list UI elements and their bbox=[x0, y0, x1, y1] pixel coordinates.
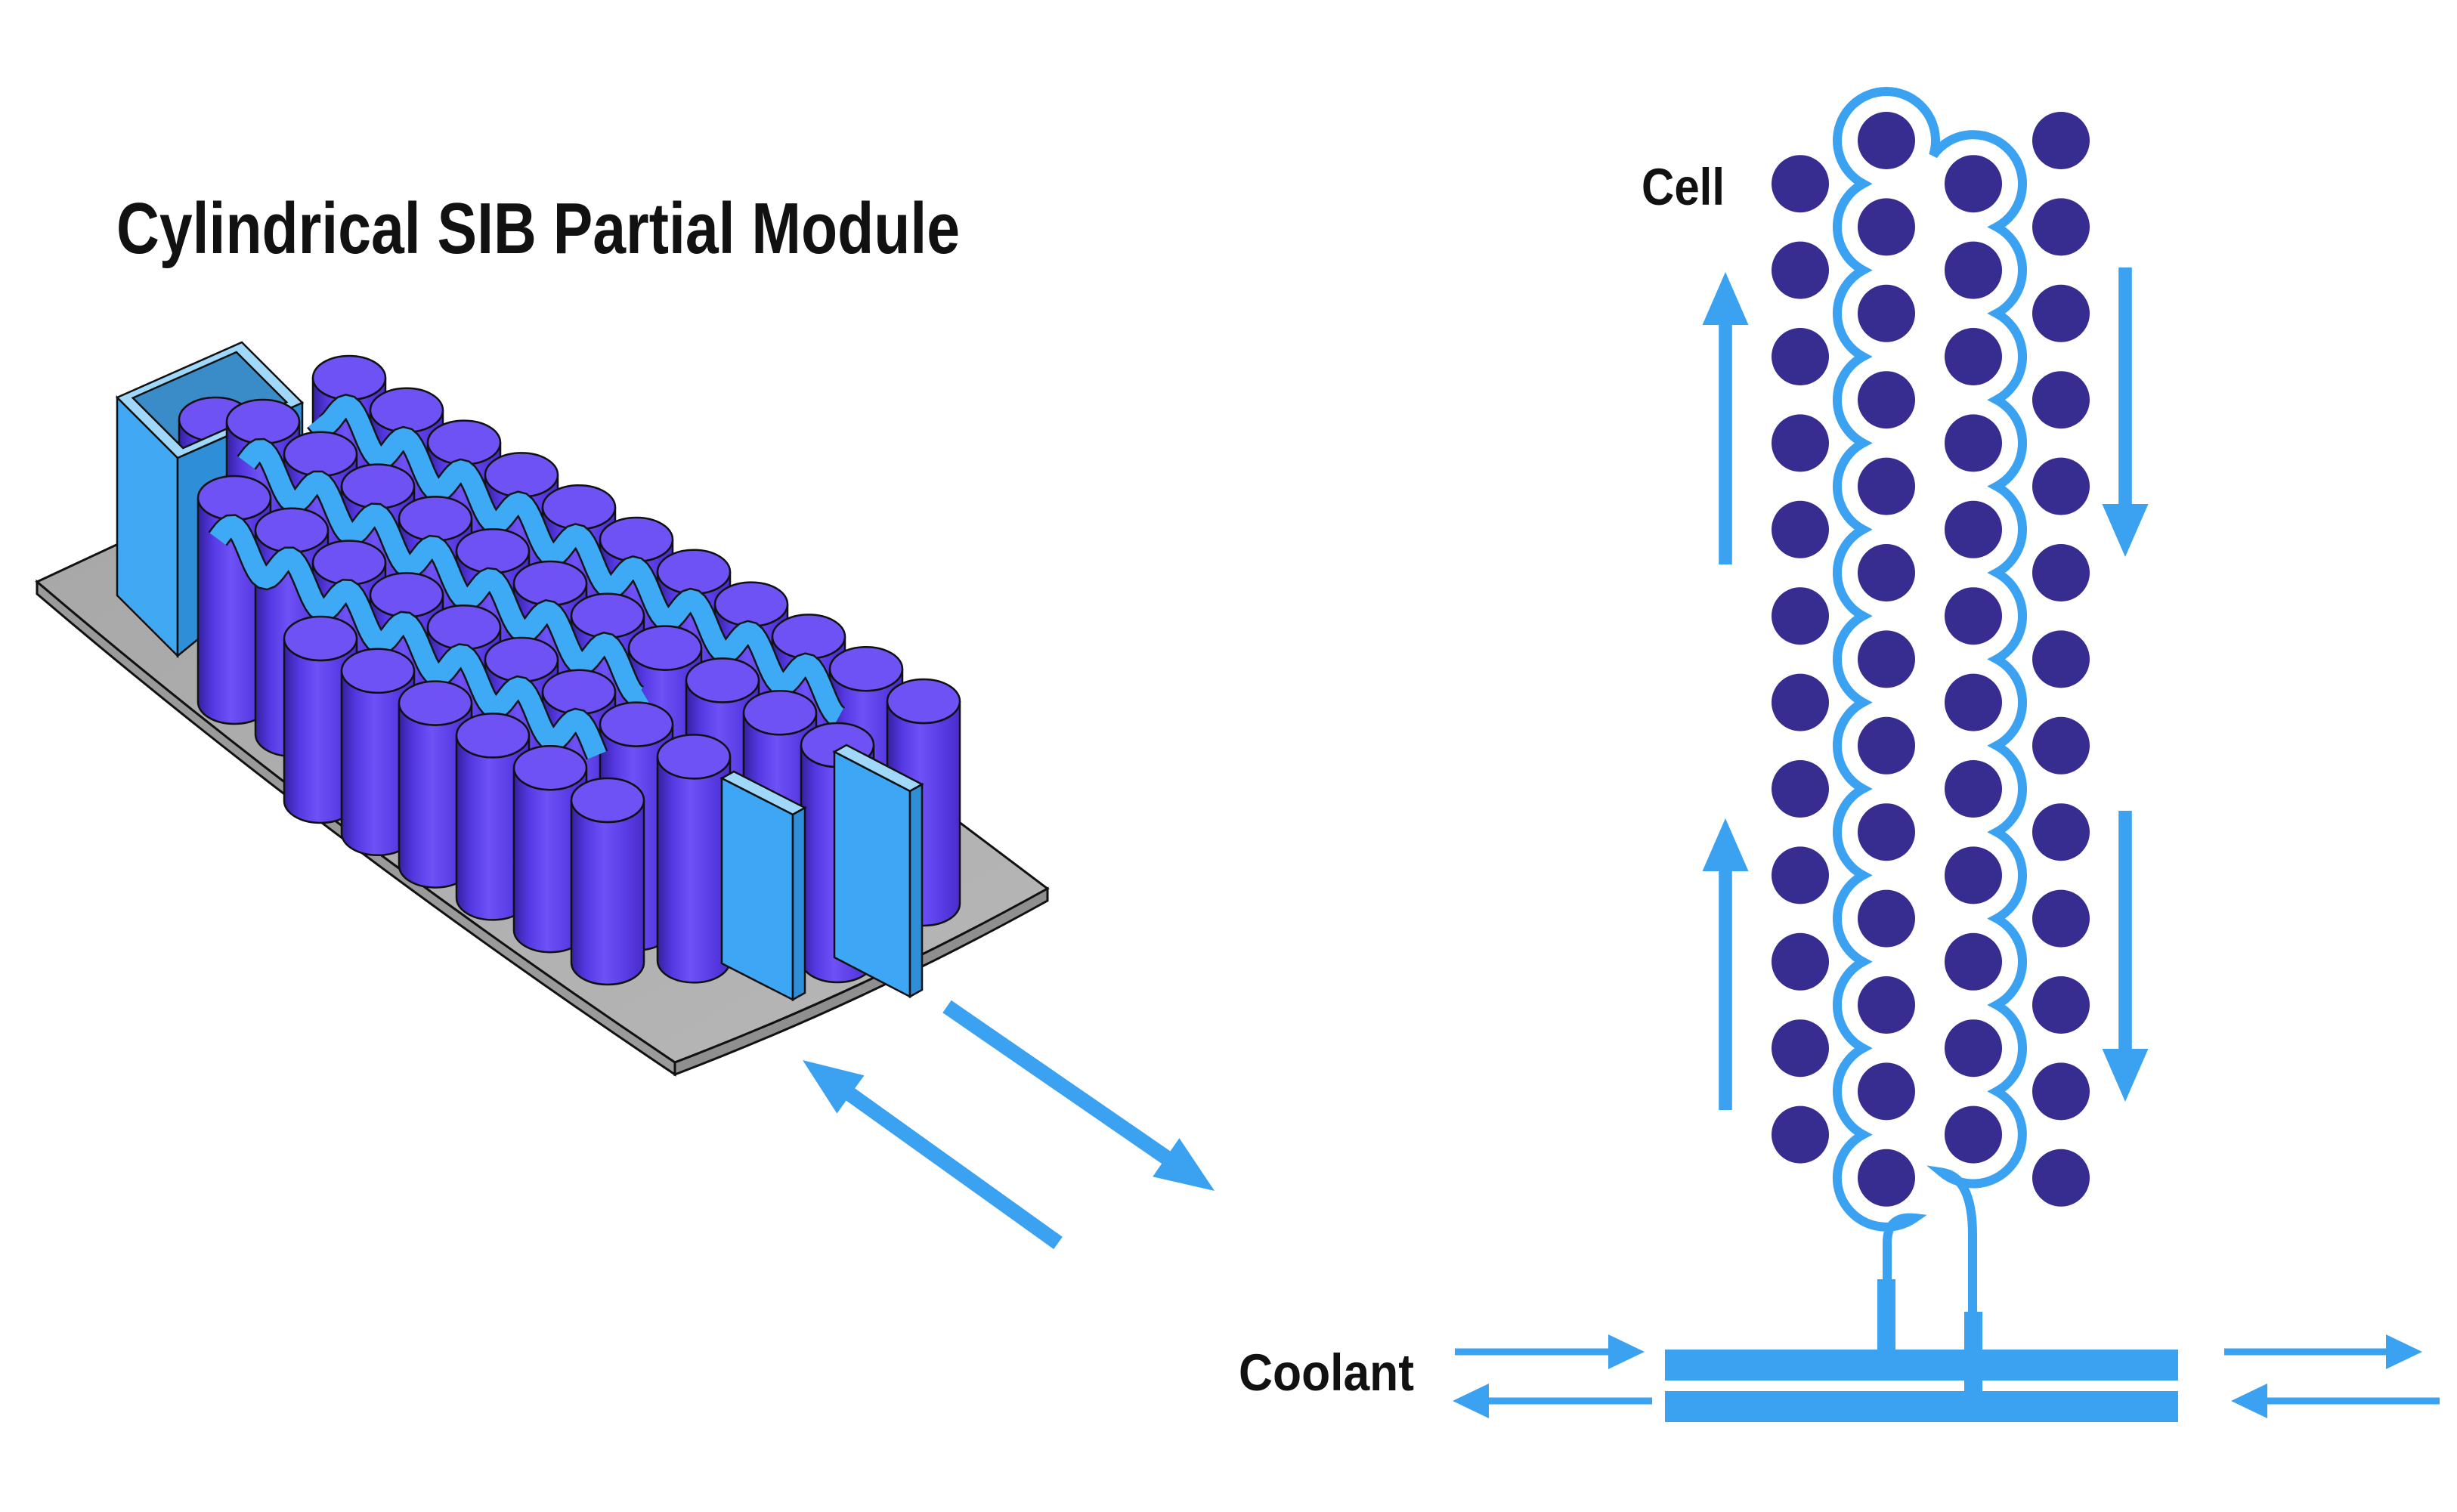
svg-text:Cylindrical SIB Partial Module: Cylindrical SIB Partial Module bbox=[116, 188, 960, 269]
svg-text:Cell: Cell bbox=[1642, 158, 1725, 216]
svg-text:Coolant: Coolant bbox=[1239, 1343, 1414, 1402]
